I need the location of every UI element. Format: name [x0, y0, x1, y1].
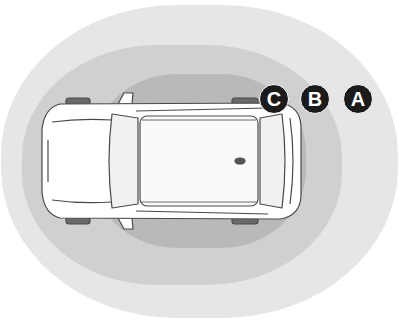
callout-letter: A [343, 84, 373, 114]
zone-outer [1, 5, 398, 318]
zone-inner [92, 74, 306, 248]
car-top-view [42, 93, 301, 229]
callout-letter: B [300, 84, 330, 114]
zone-middle [22, 45, 342, 285]
callout-letter: C [259, 84, 289, 114]
